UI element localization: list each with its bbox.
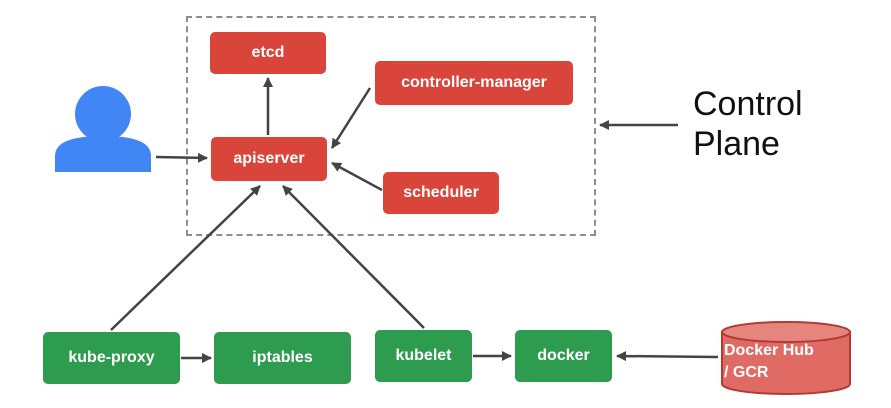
scheduler-label: scheduler xyxy=(403,184,479,201)
iptables-label: iptables xyxy=(252,349,313,366)
control-plane-label: Control Plane xyxy=(693,84,853,164)
arrow-controller-manager-to-apiserver xyxy=(330,87,372,149)
apiserver-label: apiserver xyxy=(233,150,305,167)
apiserver-node[interactable]: apiserver xyxy=(211,137,327,181)
arrow-scheduler-to-apiserver xyxy=(331,161,383,192)
control-plane-label-line2: Plane xyxy=(693,125,780,163)
registry-label-line2: / GCR xyxy=(724,364,769,381)
docker-node[interactable]: docker xyxy=(515,330,612,382)
arrow-registry-to-docker xyxy=(616,351,719,362)
iptables-node[interactable]: iptables xyxy=(214,332,351,384)
registry-label: Docker Hub / GCR xyxy=(724,340,854,384)
controller-manager-node[interactable]: controller-manager xyxy=(375,61,573,105)
control-plane-boundary xyxy=(186,16,596,236)
user-icon xyxy=(55,86,151,172)
database-icon[interactable] xyxy=(719,320,859,400)
kube-proxy-node[interactable]: kube-proxy xyxy=(43,332,180,384)
arrow-kubelet-to-apiserver xyxy=(282,185,425,329)
docker-label: docker xyxy=(537,347,590,364)
etcd-node[interactable]: etcd xyxy=(210,32,326,74)
controller-manager-label: controller-manager xyxy=(401,74,547,91)
arrow-kube-proxy-to-apiserver xyxy=(110,185,261,331)
etcd-label: etcd xyxy=(251,44,285,61)
registry-label-line1: Docker Hub xyxy=(724,342,814,359)
arrow-user-to-apiserver xyxy=(155,152,208,163)
kube-proxy-label: kube-proxy xyxy=(68,349,155,366)
kubelet-label: kubelet xyxy=(395,347,452,364)
kubelet-node[interactable]: kubelet xyxy=(375,330,472,382)
scheduler-node[interactable]: scheduler xyxy=(383,172,499,214)
control-plane-label-line1: Control xyxy=(693,85,803,123)
